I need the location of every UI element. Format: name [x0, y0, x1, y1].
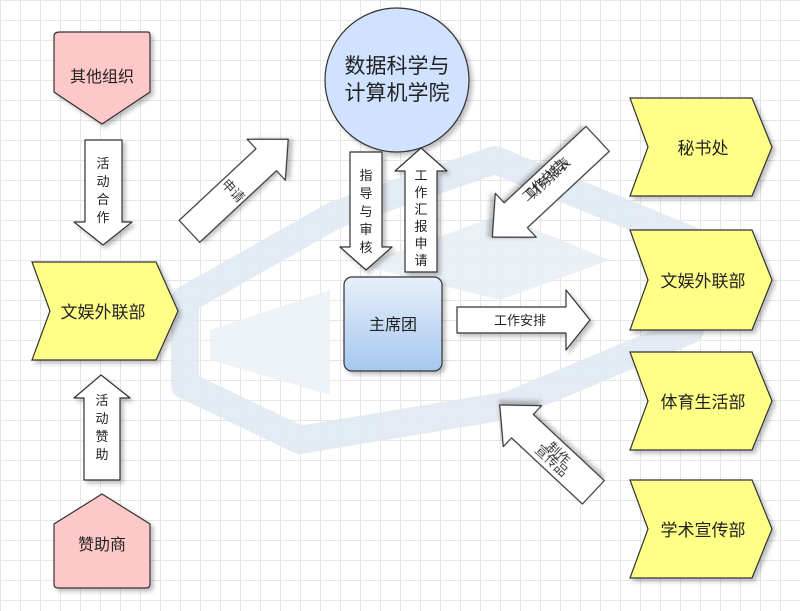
node-presidium-label: 主席团	[369, 315, 417, 334]
arrow-guide-review: 指 导 与 审 核	[339, 151, 393, 271]
arrow-work-arrange: 工作安排	[456, 289, 591, 351]
arrow-activity-sponsor-label-2: 动	[95, 412, 108, 427]
node-secretariat: 秘书处	[629, 97, 773, 197]
node-secretariat-label: 秘书处	[678, 139, 729, 159]
node-other-orgs-label: 其他组织	[70, 67, 134, 86]
arrow-work-report-label-4: 报	[414, 220, 427, 235]
arrow-activity-coop-label-4: 作	[96, 211, 109, 226]
arrow-work-arrange-label: 工作安排	[494, 314, 546, 329]
arrow-activity-sponsor-label-4: 助	[95, 448, 108, 463]
node-sports-life-label: 体育生活部	[661, 393, 746, 413]
arrow-activity-sponsor: 活 动 赞 助	[73, 374, 131, 481]
node-college-label-line1: 数据科学与	[345, 54, 450, 78]
node-sponsor: 赞助商	[53, 493, 151, 589]
node-college-label-line2: 计算机学院	[345, 81, 450, 105]
arrow-apply: 申请	[178, 138, 289, 243]
arrow-work-report-label-2: 作	[414, 186, 427, 201]
arrow-activity-coop-label-2: 动	[96, 175, 109, 190]
arrow-activity-sponsor-label-3: 赞	[95, 430, 108, 445]
node-presidium: 主席团	[343, 276, 443, 372]
arrow-work-report-label-5: 申	[414, 237, 427, 252]
node-sponsor-label: 赞助商	[78, 535, 126, 554]
node-wenyu-left: 文娱外联部	[31, 261, 179, 361]
arrow-guide-review-label-5: 核	[359, 241, 372, 256]
arrow-activity-coop: 活 动 合 作	[73, 139, 133, 246]
arrow-activity-sponsor-label-1: 活	[95, 394, 108, 409]
node-college: 数据科学与 计算机学院	[324, 7, 470, 153]
node-academic-pub: 学术宣传部	[629, 479, 773, 579]
arrow-activity-coop-label-1: 活	[96, 157, 109, 172]
node-other-orgs: 其他组织	[53, 31, 151, 125]
arrow-work-report-label-3: 汇	[414, 203, 427, 218]
arrow-guide-review-label-2: 导	[359, 187, 372, 202]
arrow-guide-review-label-4: 审	[359, 223, 372, 238]
arrow-work-report: 工 作 汇 报 申 请	[394, 147, 448, 273]
node-academic-pub-label: 学术宣传部	[661, 521, 746, 541]
arrow-activity-coop-label-3: 合	[96, 193, 109, 208]
node-sports-life: 体育生活部	[629, 351, 773, 451]
node-wenyu-right: 文娱外联部	[629, 229, 773, 331]
arrow-work-report-label-1: 工	[414, 169, 427, 184]
node-wenyu-right-label: 文娱外联部	[661, 272, 746, 292]
arrow-work-report-label-6: 请	[414, 254, 427, 269]
arrow-guide-review-label-1: 指	[359, 169, 372, 184]
node-wenyu-left-label: 文娱外联部	[61, 303, 146, 323]
arrow-guide-review-label-3: 与	[359, 205, 372, 220]
